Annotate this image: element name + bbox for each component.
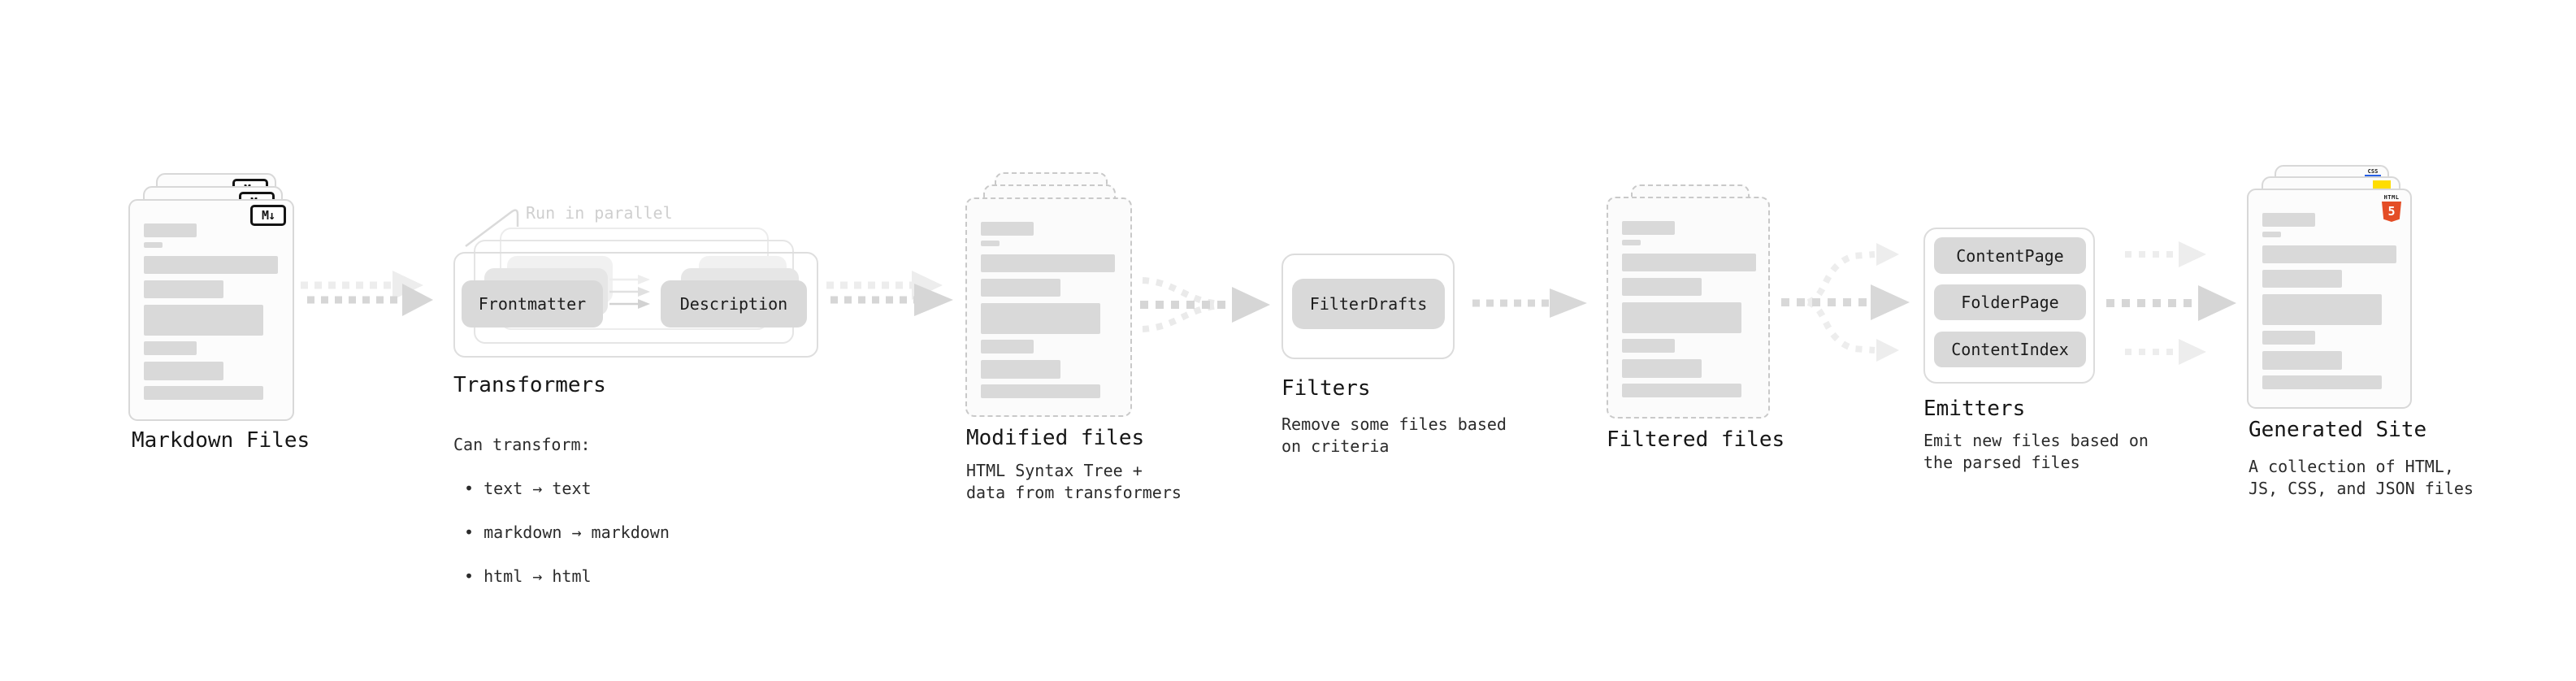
html-file-card: HTML 5	[2247, 189, 2412, 409]
run-in-parallel-note: Run in parallel	[526, 203, 673, 223]
desc-bullet: • text → text	[464, 479, 592, 498]
contentpage-pill: ContentPage	[1934, 237, 2086, 274]
stage-label-modified-files: Modified files	[966, 426, 1145, 450]
html5-icon: HTML 5	[2381, 194, 2402, 222]
description-pill: Description	[661, 280, 807, 327]
modified-files-description: HTML Syntax Tree + data from transformer…	[966, 461, 1182, 502]
stage-label-markdown-files: Markdown Files	[132, 428, 310, 453]
modified-file-card-front	[965, 197, 1132, 417]
merge-arrow-icon	[1140, 277, 1270, 332]
transformers-description: Can transform: • text → text • markdown …	[453, 412, 670, 609]
stage-label-filters: Filters	[1281, 376, 1371, 401]
callout-line	[465, 209, 519, 247]
flow-arrow-icon	[826, 271, 953, 316]
fanout-arrow-icon	[1781, 243, 1910, 362]
triple-arrow-icon	[2106, 241, 2236, 365]
desc-line: Can transform:	[453, 435, 591, 454]
stage-label-generated-site: Generated Site	[2249, 418, 2427, 442]
flow-arrow-icon	[301, 271, 433, 316]
filterdrafts-pill: FilterDrafts	[1292, 279, 1445, 329]
desc-bullet: • html → html	[464, 566, 592, 586]
markdown-icon: M↓	[250, 205, 286, 226]
desc-bullet: • markdown → markdown	[464, 523, 670, 542]
generated-site-description: A collection of HTML, JS, CSS, and JSON …	[2249, 457, 2474, 498]
filters-description: Remove some files based on criteria	[1281, 414, 1507, 456]
css3-icon: CSS	[2365, 168, 2381, 177]
javascript-icon	[2373, 180, 2391, 190]
frontmatter-pill: Frontmatter	[462, 280, 603, 327]
contentindex-pill: ContentIndex	[1934, 332, 2086, 367]
html5-icon-word: HTML	[2383, 194, 2400, 201]
stage-label-filtered-files: Filtered files	[1607, 427, 1785, 452]
folderpage-pill: FolderPage	[1934, 284, 2086, 320]
html5-icon-shield: 5	[2382, 202, 2401, 222]
stage-label-transformers: Transformers	[453, 373, 606, 397]
stage-label-emitters: Emitters	[1923, 397, 2026, 421]
transformer-frame-front	[453, 252, 818, 358]
transform-arrows-icon	[609, 275, 650, 309]
flow-arrow-icon	[1472, 288, 1587, 318]
emitters-description: Emit new files based on the parsed files	[1923, 431, 2149, 472]
filtered-file-card-front	[1607, 197, 1770, 419]
markdown-file-card-front: M↓	[128, 199, 294, 421]
